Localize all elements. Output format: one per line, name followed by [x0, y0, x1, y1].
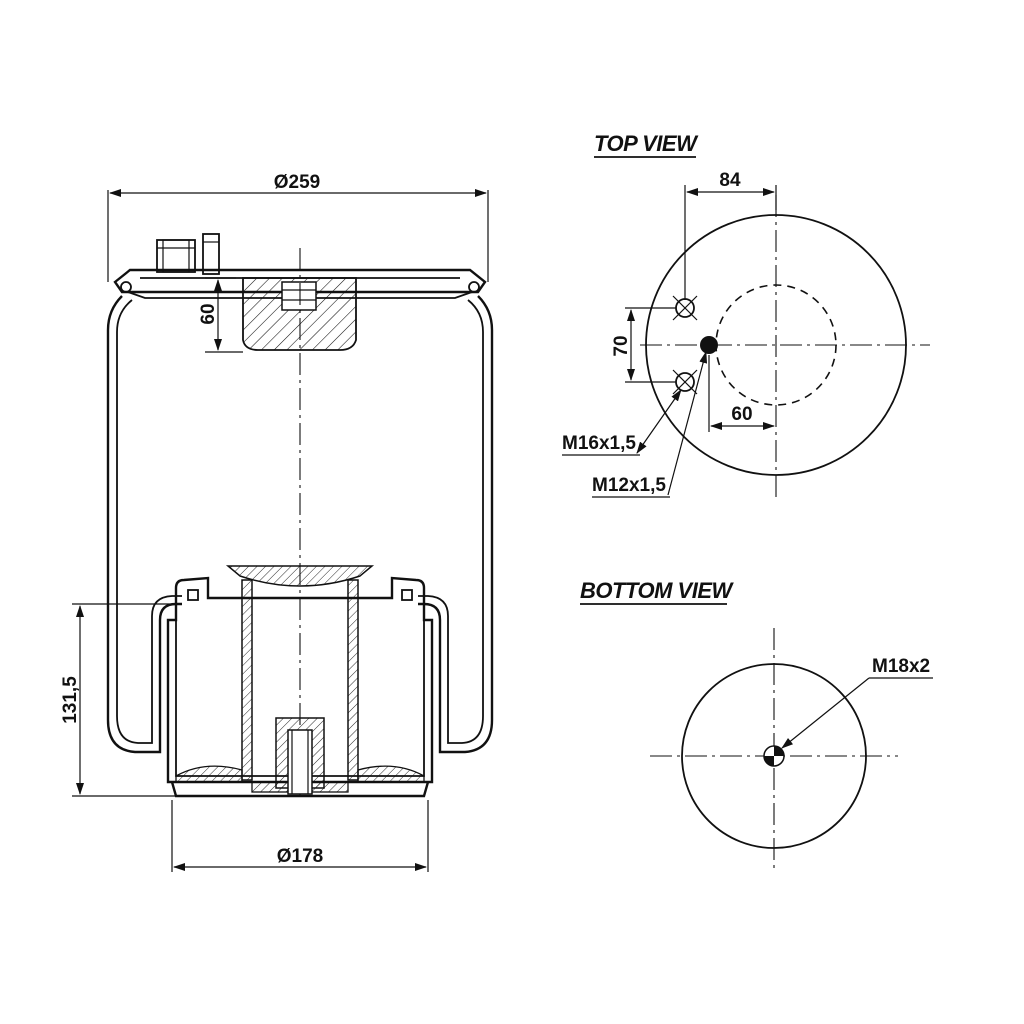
rubber-bellow	[106, 295, 494, 754]
dimension-piston-height-label: 131,5	[60, 676, 81, 724]
bumper-block	[242, 277, 357, 351]
dimension-top-diameter: Ø259	[107, 172, 489, 282]
bottom-view: BOTTOM VIEW M18x2	[580, 578, 933, 872]
top-view: TOP VIEW 84 70	[562, 131, 930, 500]
leader-stud-thread: M16x1,5	[562, 389, 682, 456]
mounting-stud	[202, 233, 220, 275]
top-view-title: TOP VIEW	[594, 131, 699, 156]
side-view: Ø259	[60, 172, 494, 872]
air-fitting	[156, 239, 196, 273]
leader-bottom-thread: M18x2	[781, 656, 933, 749]
stud-hole-lower	[672, 369, 698, 395]
dimension-top-diameter-label: Ø259	[274, 172, 320, 193]
dimension-vertical-label: 70	[611, 335, 632, 356]
leader-air-thread: M12x1,5	[592, 351, 708, 498]
piston	[166, 565, 434, 798]
dimension-offset-top: 84	[684, 170, 777, 300]
dimension-bottom-diameter: Ø178	[171, 800, 429, 872]
dimension-vertical: 70	[611, 307, 676, 383]
dimension-offset-top-label: 84	[719, 170, 741, 191]
dimension-pin-height-label: 60	[198, 303, 219, 324]
dimension-bottom-diameter-label: Ø178	[277, 846, 323, 867]
stud-thread-label: M16x1,5	[562, 433, 636, 454]
dimension-offset-bottom: 60	[708, 355, 775, 432]
air-port-dot	[700, 336, 718, 354]
dimension-piston-height: 131,5	[60, 603, 176, 797]
bottom-thread-hole	[763, 745, 785, 767]
dimension-pin-height: 60	[198, 277, 243, 353]
dimension-offset-bottom-label: 60	[731, 404, 752, 425]
bottom-thread-label: M18x2	[872, 656, 930, 677]
bottom-view-title: BOTTOM VIEW	[580, 578, 734, 603]
air-thread-label: M12x1,5	[592, 475, 666, 496]
